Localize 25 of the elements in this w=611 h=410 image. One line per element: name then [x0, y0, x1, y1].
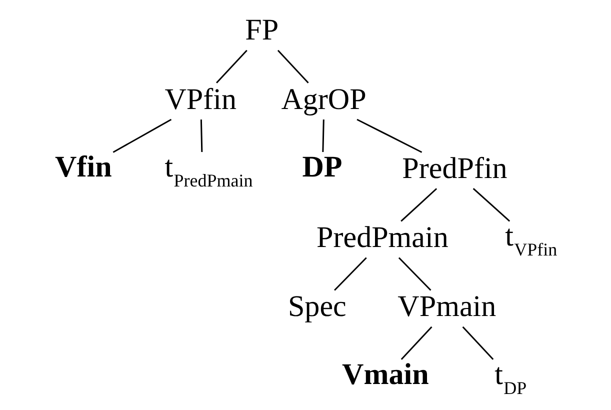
- node-text: t$_{PredPmain}$: [164, 149, 252, 190]
- connector: [400, 188, 437, 222]
- connector: [322, 119, 324, 152]
- node-text: VPmain: [397, 289, 496, 324]
- node-text: t$_{VPfin}$: [504, 218, 557, 260]
- connector: [398, 257, 431, 291]
- connector: [462, 326, 494, 360]
- connector: [112, 118, 172, 153]
- node-text: AgrOP: [280, 82, 366, 116]
- connector: [356, 118, 422, 153]
- connector: [334, 257, 366, 291]
- node-text: VPfin: [164, 82, 236, 116]
- node-text: t$_{DP}$: [494, 356, 526, 398]
- node-text: PredPfin: [402, 150, 507, 185]
- node-text: PredPmain: [316, 220, 448, 254]
- node-text: Spec: [287, 289, 346, 324]
- connector: [200, 119, 202, 152]
- connector: [276, 50, 308, 84]
- node-text: Vmain: [342, 356, 428, 391]
- node-text: FP: [244, 12, 278, 47]
- connector: [472, 188, 510, 222]
- connector: [216, 50, 247, 84]
- node-text: Vfin: [54, 149, 112, 184]
- node-text: DP: [302, 149, 342, 184]
- connector: [400, 326, 432, 360]
